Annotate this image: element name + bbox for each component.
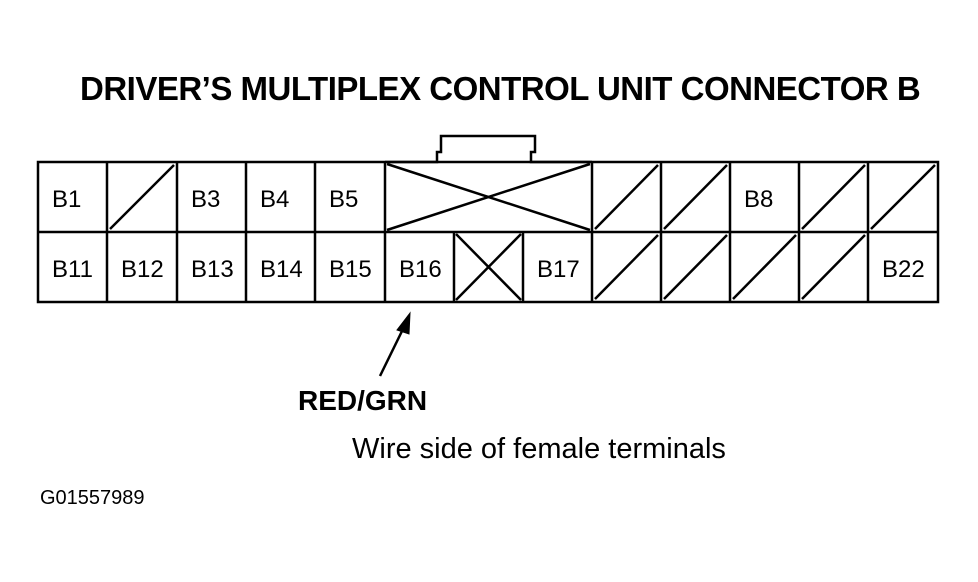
connector-b <box>36 134 940 304</box>
callout-arrow-head <box>396 311 411 335</box>
wire-color-label: RED/GRN <box>298 385 428 416</box>
top-row-cell-unused-2 <box>109 164 175 230</box>
pin-label-b14: B14 <box>260 256 303 283</box>
top-row-cell-unused-11 <box>870 164 936 230</box>
pin-label-b8: B8 <box>744 186 773 213</box>
pin-label-b5: B5 <box>329 186 358 213</box>
pin-label-b22: B22 <box>882 256 925 283</box>
pin-label-b4: B4 <box>260 186 289 213</box>
bottom-row-cell-unused-12 <box>801 234 866 300</box>
pin-label-b11: B11 <box>52 256 93 283</box>
figure-id: G01557989 <box>40 487 145 509</box>
bottom-row-cell-unused-7-x2 <box>455 233 522 301</box>
bottom-row-cell-unused-11 <box>732 234 797 300</box>
pin-label-b3: B3 <box>191 186 220 213</box>
locking-tab <box>385 134 592 164</box>
bottom-row-cell-unused-9 <box>594 234 659 300</box>
callout-arrow-line <box>378 326 406 377</box>
pin-label-b15: B15 <box>329 256 372 283</box>
pin-label-b16: B16 <box>399 256 442 283</box>
top-row-cell-unused-7 <box>594 164 659 230</box>
bottom-row-cell-unused-10 <box>663 234 728 300</box>
diagram-title: DRIVER’S MULTIPLEX CONTROL UNIT CONNECTO… <box>80 70 921 107</box>
pin-label-b12: B12 <box>121 256 164 283</box>
callout-arrow <box>378 311 411 377</box>
pin-label-b17: B17 <box>537 256 580 283</box>
top-row-cell-unused-8 <box>663 164 728 230</box>
pin-label-b13: B13 <box>191 256 234 283</box>
pin-label-b1: B1 <box>52 186 81 213</box>
top-row-cell-unused-10 <box>801 164 866 230</box>
top-row-cell-unused-6-x2 <box>386 162 591 232</box>
caption: Wire side of female terminals <box>352 433 726 465</box>
